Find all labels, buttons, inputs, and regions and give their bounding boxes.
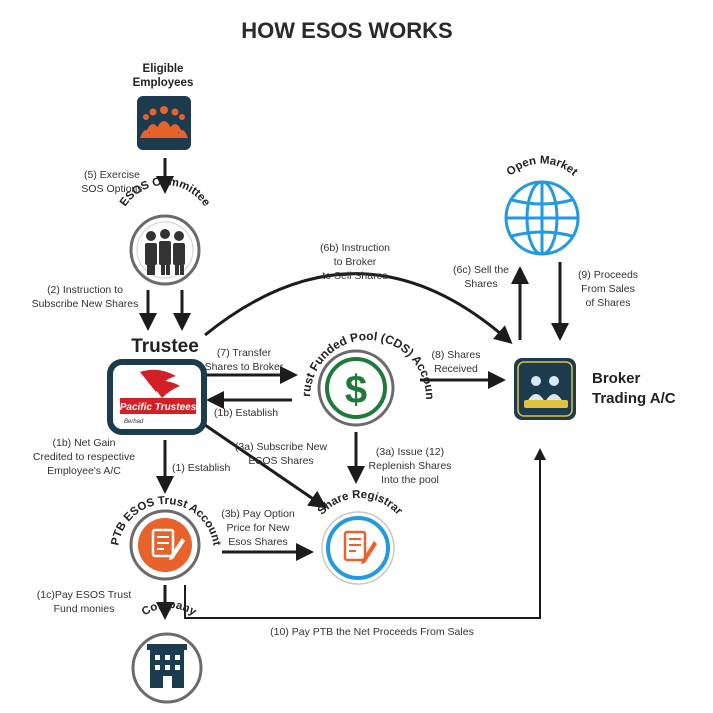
arrow-net-proceeds (184, 448, 546, 619)
node-ptb-trust-account: PTB ESOS Trust Account (109, 495, 223, 581)
label-gain-3: Employee's A/C (47, 465, 121, 477)
document-pen-icon (151, 528, 185, 560)
label-transfer: (7) Transfer Shares to Broker (205, 347, 284, 373)
broker-label-1: Broker (592, 370, 641, 387)
label-net-gain: (1b) Net Gain Credited to respective Emp… (33, 437, 135, 477)
label-10: (10) Pay PTB the Net Proceeds From Sales (270, 626, 474, 638)
open-market-label: Open Market (505, 154, 580, 178)
label-3b-3: Esos Shares (228, 536, 288, 548)
label-3a-issue-1: (3a) Issue (12) (376, 446, 444, 458)
label-net-proceeds: (10) Pay PTB the Net Proceeds From Sales (270, 626, 474, 638)
label-7-1: (7) Transfer (217, 347, 272, 359)
label-8-1: (8) Shares (431, 349, 480, 361)
employees-label-2: Employees (133, 77, 194, 89)
node-company: Company (131, 599, 203, 704)
pacific-logo-sub: Berhad (124, 419, 144, 425)
label-instruction-2: Subscribe New Shares (32, 298, 139, 310)
company-label: Company (140, 599, 199, 619)
label-8-2: Received (434, 363, 478, 375)
node-share-registrar: Share Registrar (316, 489, 405, 585)
label-issue-replenish: (3a) Issue (12) Replenish Shares Into th… (369, 446, 452, 486)
label-6c-2: Shares (464, 278, 497, 290)
label-instruction-1: (2) Instruction to (47, 284, 123, 296)
label-instruction-broker: (6b) Instruction to Broker to Sell Share… (320, 242, 390, 282)
arrow-subscribe (204, 423, 327, 509)
label-gain-2: Credited to respective (33, 451, 135, 463)
label-7-2: Shares to Broker (205, 361, 284, 373)
label-1c-2: Fund monies (54, 603, 115, 615)
label-9-2: From Sales (581, 283, 635, 295)
employees-label-1: Eligible (143, 63, 184, 75)
label-6b-3: to Sell Shares (322, 270, 387, 282)
label-6b-1: (6b) Instruction (320, 242, 390, 254)
label-3b-1: (3b) Pay Option (221, 508, 295, 520)
traders-icon (524, 376, 568, 408)
label-pay-fund: (1c)Pay ESOS Trust Fund monies (37, 589, 132, 615)
node-broker-trading: Broker Trading A/C (514, 358, 676, 420)
label-establish-pool: (1b) Establish (214, 407, 278, 419)
pool-label: Trust Funded Pool (CDS) Account (0, 0, 437, 400)
label-3a-issue-3: Into the pool (381, 474, 439, 486)
label-gain-1: (1b) Net Gain (52, 437, 115, 449)
label-exercise-2: SOS Options (81, 183, 142, 195)
node-eligible-employees: Eligible Employees (133, 63, 194, 150)
label-3b-2: Price for New (226, 522, 289, 534)
trustee-label: Trustee (131, 336, 199, 357)
label-exercise: (5) Exercise SOS Options (81, 169, 142, 195)
label-9-1: (9) Proceeds (578, 269, 638, 281)
label-subscribe-new: (3a) Subscribe New ESOS Shares (235, 441, 328, 467)
label-6b-2: to Broker (334, 256, 377, 268)
label-6c-1: (6c) Sell the (453, 264, 509, 276)
page-title: HOW ESOS WORKS (241, 18, 452, 43)
label-establish-ptb: (1) Establish (172, 462, 231, 474)
label-1b-establish: (1b) Establish (214, 407, 278, 419)
label-1c-1: (1c)Pay ESOS Trust (37, 589, 132, 601)
dollar-sign-icon: $ (345, 368, 367, 412)
pacific-trustees-logo: Pacific Trustees Berhad (120, 369, 197, 425)
broker-label-2: Trading A/C (592, 390, 676, 407)
label-3a-issue-2: Replenish Shares (369, 460, 452, 472)
label-proceeds: (9) Proceeds From Sales of Shares (578, 269, 638, 309)
pacific-logo-text: Pacific Trustees (120, 402, 197, 413)
document-pen-icon (343, 530, 377, 564)
label-3a-sub-2: ESOS Shares (248, 455, 313, 467)
people-group-icon (140, 106, 188, 138)
building-icon (147, 644, 187, 688)
node-trustee: Trustee Pacific Trustees Berhad (107, 336, 207, 435)
label-exercise-1: (5) Exercise (84, 169, 140, 181)
business-people-icon (145, 229, 185, 275)
label-9-3: of Shares (586, 297, 631, 309)
label-3a-sub-1: (3a) Subscribe New (235, 441, 328, 453)
label-pay-option: (3b) Pay Option Price for New Esos Share… (221, 508, 295, 548)
label-1-establish: (1) Establish (172, 462, 231, 474)
node-open-market: Open Market (504, 154, 580, 256)
globe-icon (504, 180, 580, 256)
label-shares-received: (8) Shares Received (431, 349, 480, 375)
label-sell-shares: (6c) Sell the Shares (453, 264, 509, 290)
arrow-instruction-broker (204, 272, 513, 344)
label-instruction-subscribe: (2) Instruction to Subscribe New Shares (32, 284, 139, 310)
